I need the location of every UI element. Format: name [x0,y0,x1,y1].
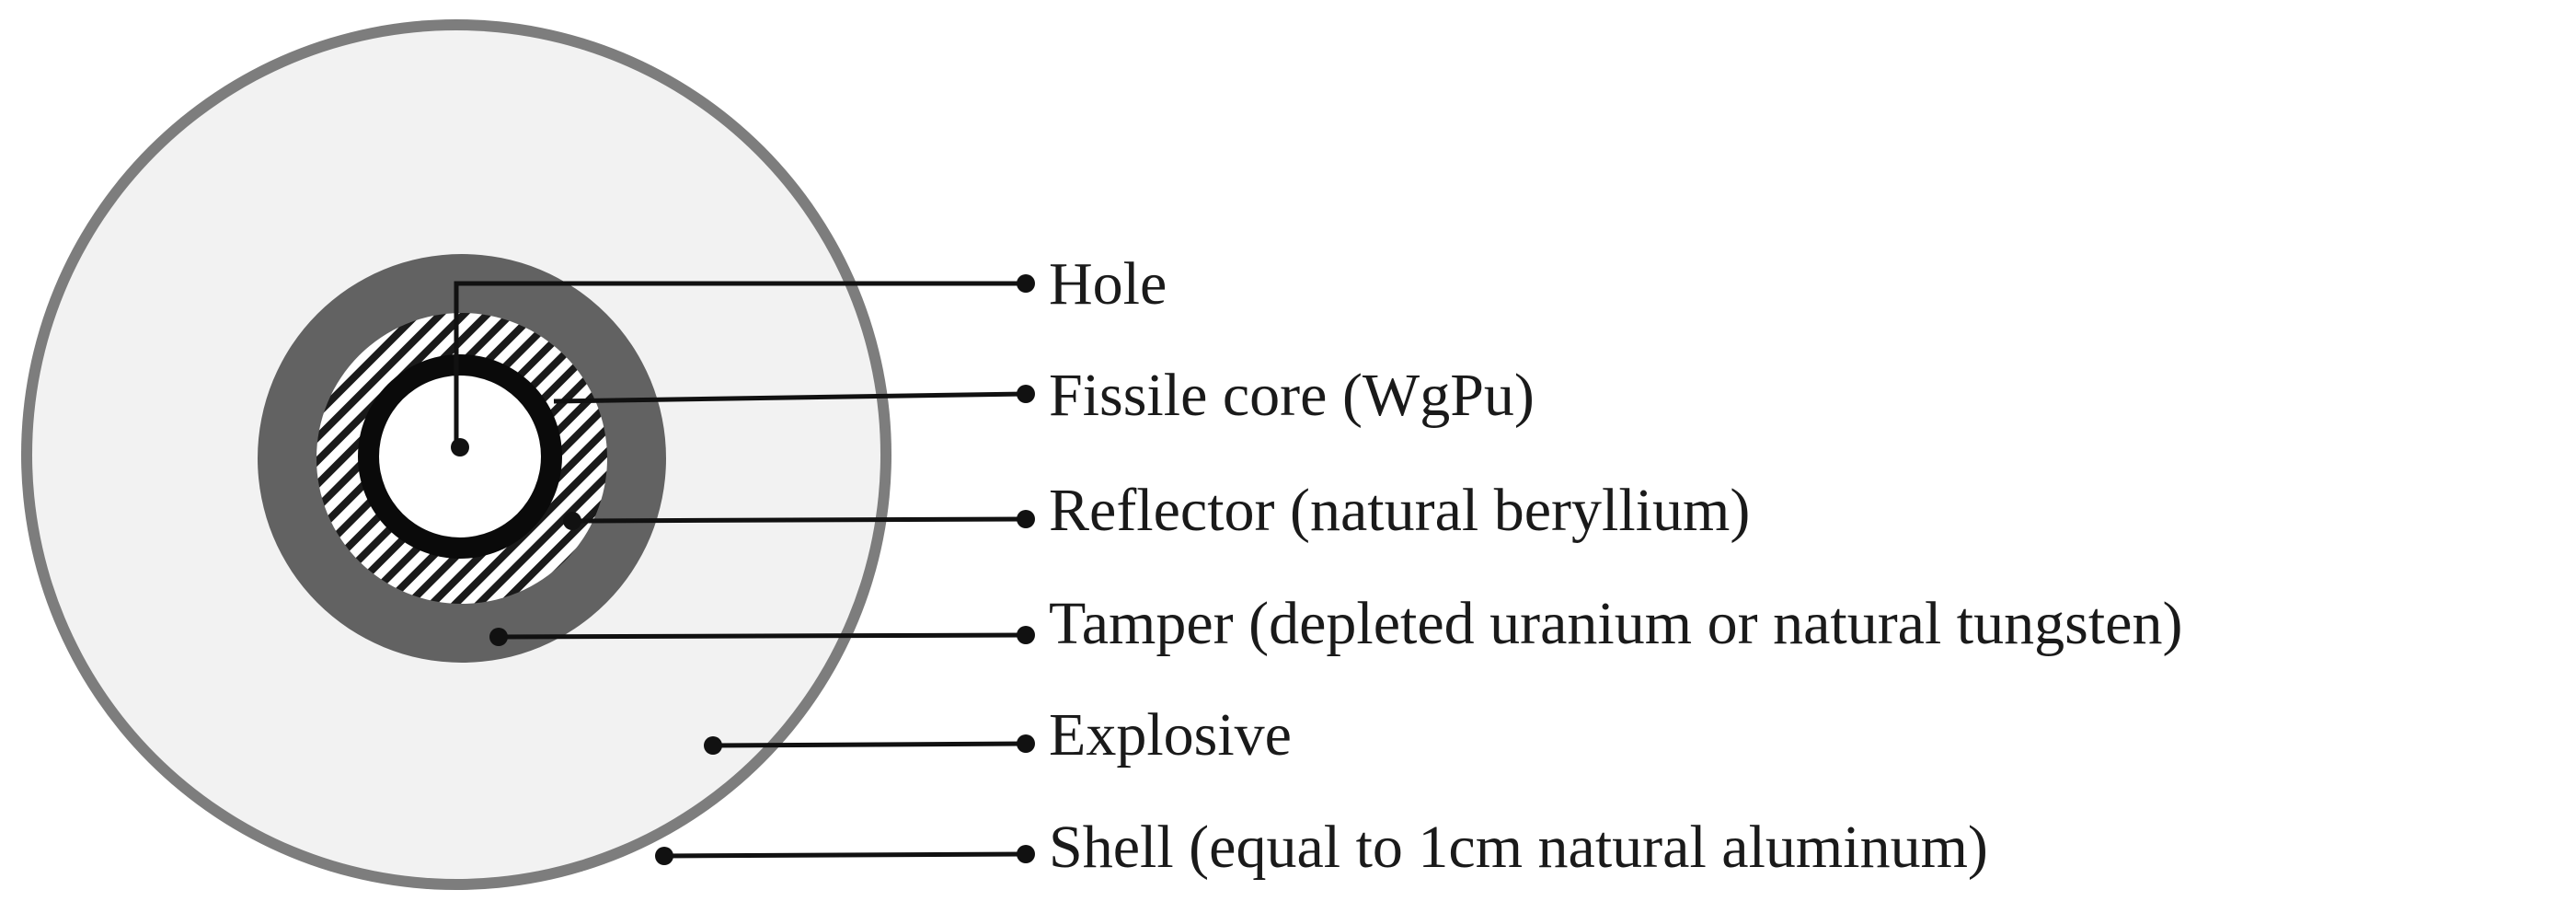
leader-lines [454,281,1027,859]
dot-fissile-core-outer [1017,385,1035,403]
dot-explosive-inner [704,736,722,755]
leader-line-hole [454,281,1026,447]
label-fissile-core: Fissile core (WgPu) [1049,362,1535,429]
dot-explosive-outer [1017,734,1035,753]
leader-line-reflector [571,516,1027,524]
leader-line-tamper [498,632,1027,640]
leader-dots [451,274,1035,865]
label-shell: Shell (equal to 1cm natural aluminum) [1049,814,1988,881]
leader-line-explosive [712,741,1027,748]
dot-reflector-outer [1017,510,1035,528]
leader-line-shell [663,851,1027,859]
dot-hole-inner [451,438,469,456]
leader-line-fissile-core [553,391,1027,404]
dot-tamper-inner [489,628,508,646]
label-tamper: Tamper (depleted uranium or natural tung… [1049,590,2182,657]
dot-shell-inner [655,847,673,865]
dot-hole-outer [1017,274,1035,293]
dot-tamper-outer [1017,626,1035,644]
dot-shell-outer [1017,845,1035,863]
label-reflector: Reflector (natural beryllium) [1049,477,1750,544]
label-explosive: Explosive [1049,701,1292,769]
dot-reflector-inner [563,512,581,530]
label-hole: Hole [1049,250,1167,318]
